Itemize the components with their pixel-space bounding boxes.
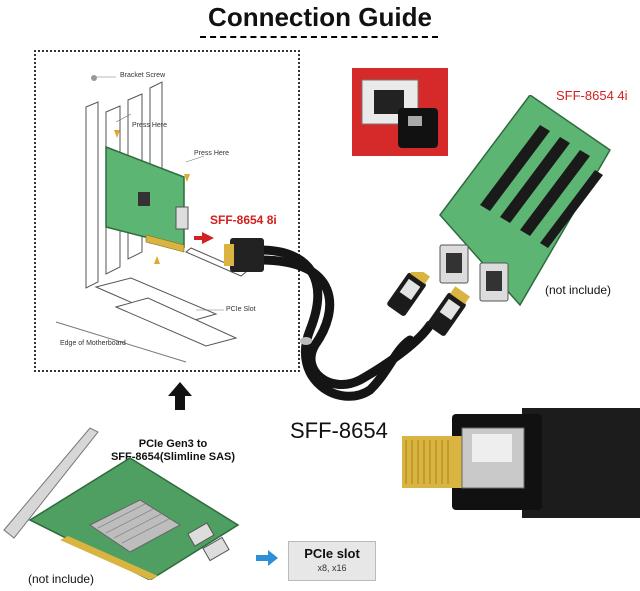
- card-caption-line-1: PCIe Gen3 to: [138, 438, 208, 450]
- page-title: Connection Guide: [208, 2, 432, 32]
- title-underline: [200, 36, 438, 38]
- installation-illustration: [55, 75, 247, 363]
- red-arrow-icon: [194, 232, 214, 244]
- pcie-slot-badge-title: PCIe slot: [304, 546, 360, 561]
- pcie-gen3-card: [3, 427, 240, 580]
- sff-8654-cable-label: SFF-8654: [290, 418, 388, 443]
- installation-diagram: Bracket Screw Press Here Press Here PCIe…: [34, 50, 300, 372]
- press-here-label-2: Press Here: [194, 150, 230, 157]
- card-caption: PCIe Gen3 to SFF-8654(Slimline SAS): [108, 438, 238, 464]
- pcie-slot-label: PCIe Slot: [226, 306, 256, 313]
- not-include-left-note: (not include): [28, 572, 95, 586]
- bracket-screw-label: Bracket Screw: [120, 72, 166, 79]
- connector-closeup: [402, 408, 640, 518]
- not-include-right-note: (not include): [545, 283, 612, 297]
- pcie-slot-badge: PCIe slot x8, x16: [288, 541, 376, 581]
- sff-backplane-board: [439, 95, 611, 307]
- pcie-slot-badge-sub: x8, x16: [317, 563, 347, 573]
- sff-8654-4i-label: SFF-8654 4i: [556, 88, 628, 103]
- up-arrow-icon: [168, 382, 192, 410]
- cable-end-connectors: [387, 272, 470, 336]
- motherboard-label: Edge of Motherboard: [60, 340, 126, 347]
- sff-8654-cable: [224, 238, 435, 401]
- connector-photo-inset: [352, 68, 448, 156]
- press-here-label-1: Press Here: [132, 122, 168, 129]
- sff-8654-8i-label: SFF-8654 8i: [210, 213, 277, 227]
- card-sff-port: [175, 206, 189, 230]
- card-caption-line-2: SFF-8654(Slimline SAS): [110, 451, 236, 463]
- right-arrow-icon: [256, 550, 278, 566]
- pcie-slots: [94, 247, 247, 347]
